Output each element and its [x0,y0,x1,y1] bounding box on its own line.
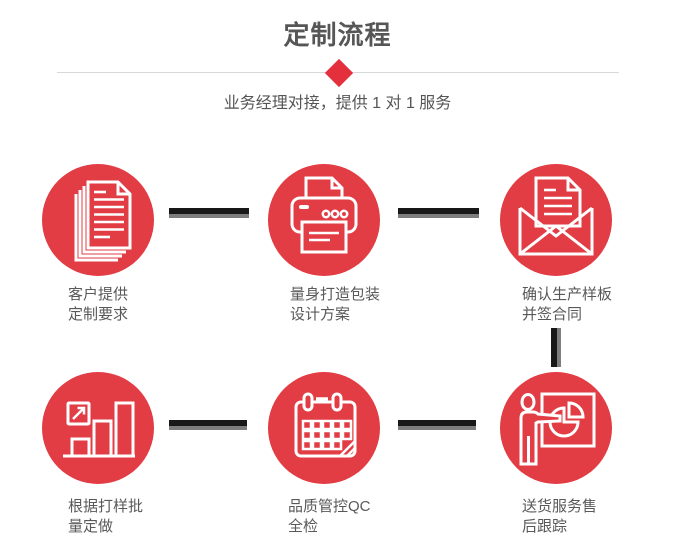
step-label-2-line1: 量身打造包装 [290,286,381,303]
connector-step1-step2 [169,208,249,218]
connector-step3-step6 [551,328,561,367]
step-circle-2 [268,164,380,276]
step-label-1: 客户提供 定制要求 [68,285,128,325]
step-label-3-line1: 确认生产样板 [522,286,613,303]
step-label-6: 送货服务售 后跟踪 [522,497,597,537]
bar-chart-growth-icon [63,401,135,458]
diamond-icon [324,58,354,88]
step-label-3: 确认生产样板 并签合同 [522,285,612,325]
connector-step4-step5 [169,420,247,430]
step-circle-4 [42,372,154,484]
step-label-5-line1: 品质管控QC [288,498,371,515]
printer-icon [290,176,358,254]
step-label-2-line2: 设计方案 [290,306,351,323]
connector-step2-step3 [398,208,479,218]
subtitle: 业务经理对接，提供 1 对 1 服务 [223,95,452,112]
step-circle-3 [500,164,612,276]
step-label-2: 量身打造包装 设计方案 [290,285,380,325]
step-label-4-line2: 量定做 [68,518,114,535]
step-label-3-line2: 并签合同 [522,306,583,323]
step-circle-5 [268,372,380,484]
step-label-4-line1: 根据打样批 [68,498,144,515]
documents-icon [74,180,132,262]
connector-step5-step6 [398,420,476,430]
presentation-chart-icon [519,392,596,466]
step-label-1-line2: 定制要求 [68,306,129,323]
step-circle-1 [42,164,154,276]
step-label-4: 根据打样批 量定做 [68,497,143,537]
step-label-6-line1: 送货服务售 [522,498,598,515]
step-circle-6 [500,372,612,484]
step-label-5: 品质管控QC 全检 [288,497,371,537]
envelope-letter-icon [518,176,594,256]
calendar-icon [294,392,357,458]
page-title: 定制流程 [283,20,392,50]
step-label-1-line1: 客户提供 [68,286,129,303]
step-label-5-line2: 全检 [288,518,319,535]
step-label-6-line2: 后跟踪 [522,518,568,535]
